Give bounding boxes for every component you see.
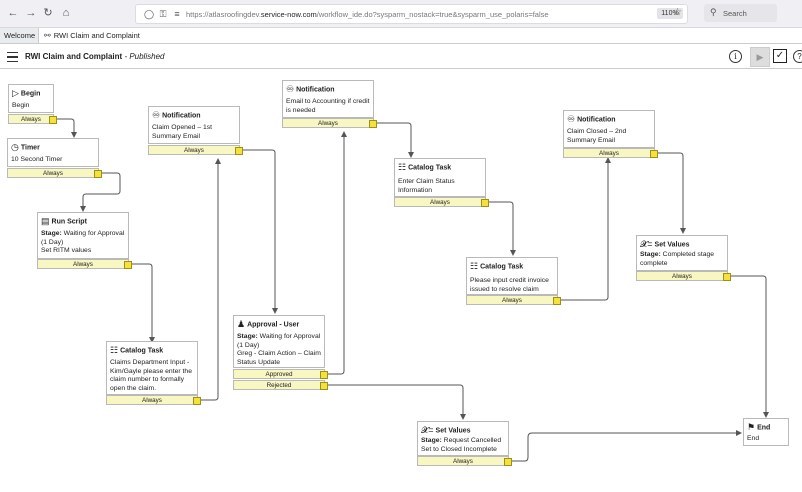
play-circle-icon: ▷ [12, 88, 19, 98]
set-values-1-exit-always[interactable]: Always [636, 271, 731, 281]
approval-exit-approved[interactable]: Approved [233, 369, 328, 379]
run-script-exit-always[interactable]: Always [37, 259, 132, 269]
script-icon: ▤ [41, 216, 50, 226]
user-icon: ♟ [237, 319, 246, 329]
catalog-task-1-exit-always[interactable]: Always [106, 395, 201, 405]
search-icon: ⚲ [710, 7, 717, 17]
bell-icon: ♾ [152, 110, 161, 120]
exit-connector[interactable] [504, 458, 512, 466]
reload-icon[interactable]: ↻ [43, 7, 53, 19]
catalog-task-node-2[interactable]: ☷Catalog Task Enter Claim Status Informa… [394, 158, 486, 197]
catalog-task-node-1[interactable]: ☷Catalog Task Claims Department Input - … [106, 341, 198, 395]
tab-welcome[interactable]: Welcome [0, 28, 39, 43]
back-arrow-icon[interactable]: ← [7, 7, 19, 19]
notification-1-exit-always[interactable]: Always [148, 145, 243, 155]
exit-connector[interactable] [320, 371, 328, 379]
notification-node-2[interactable]: ♾Notification Email to Accounting if cre… [282, 80, 374, 118]
exit-connector[interactable] [235, 147, 243, 155]
wire-notif3-setval1 [645, 152, 686, 234]
status-label: - Published [124, 52, 165, 61]
bell-icon: ♾ [286, 84, 295, 94]
notification-3-exit-always[interactable]: Always [563, 148, 658, 158]
exit-connector[interactable] [723, 273, 731, 281]
notification-2-exit-always[interactable]: Always [282, 118, 377, 128]
run-button[interactable]: ▶ [750, 47, 770, 67]
wire-notif2-catalog2 [377, 122, 414, 158]
task-icon: ☷ [470, 261, 479, 271]
checkered-flag-icon: ⚑ [747, 422, 756, 432]
hamburger-menu-icon[interactable] [7, 52, 18, 62]
catalog-task-3-exit-always[interactable]: Always [466, 295, 561, 305]
bell-icon: ♾ [567, 114, 576, 124]
wire-setval2-end [511, 430, 742, 462]
wire-catalog1-notif1 [200, 158, 221, 401]
catalog-task-node-3[interactable]: ☷Catalog Task Please input credit invoic… [466, 257, 558, 295]
catalog-task-2-exit-always[interactable]: Always [394, 197, 489, 207]
exit-connector[interactable] [650, 150, 658, 158]
exit-connector[interactable] [94, 170, 102, 178]
zoom-level[interactable]: 110% [657, 8, 683, 19]
set-values-icon: 𝓧= [421, 425, 434, 435]
exit-connector[interactable] [369, 120, 377, 128]
wire-rejected-setval2 [327, 384, 466, 420]
exit-connector[interactable] [553, 297, 561, 305]
wire-runscript-catalog1 [131, 263, 155, 343]
wire-catalog2-catalog3 [489, 201, 516, 256]
info-icon[interactable]: i [729, 50, 742, 63]
url-text: https://atlasroofingdev.service-now.com/… [186, 10, 549, 19]
wire-begin-timer [55, 118, 77, 138]
set-values-node-1[interactable]: 𝓧=Set Values Stage: Completed stage comp… [636, 235, 728, 271]
run-script-node[interactable]: ▤Run Script Stage: Waiting for Approval … [37, 212, 129, 259]
exit-connector[interactable] [193, 397, 201, 405]
set-values-2-exit-always[interactable]: Always [417, 456, 512, 466]
permissions-icon[interactable]: ≡ [174, 9, 180, 19]
end-node[interactable]: ⚑End End [743, 418, 789, 446]
search-input[interactable]: ⚲ Search [704, 4, 777, 22]
shield-icon[interactable]: ◯ [143, 9, 155, 19]
set-values-icon: 𝓧= [640, 239, 653, 249]
begin-exit-always[interactable]: Always [8, 114, 57, 124]
wire-catalog3-notif3 [561, 157, 611, 301]
lock-icon[interactable]: ⚿ [159, 9, 167, 19]
address-bar[interactable]: ◯ ⚿ ≡ https://atlasroofingdev.service-no… [135, 4, 688, 24]
tab-workflow[interactable]: ⚯RWI Claim and Complaint [44, 31, 140, 40]
transition-wires [55, 118, 769, 462]
clock-icon: ◷ [11, 142, 19, 152]
task-icon: ☷ [398, 162, 407, 172]
workflow-header: RWI Claim and Complaint - Published i ▶ … [0, 44, 802, 69]
begin-node[interactable]: ▷Begin Begin [8, 84, 54, 113]
timer-exit-always[interactable]: Always [7, 168, 102, 178]
wire-notif1-approval [242, 149, 278, 314]
wire-approved-notif2 [327, 131, 347, 375]
checkout-checkbox-icon[interactable]: ✓ [773, 49, 787, 63]
notification-node-1[interactable]: ♾Notification Claim Opened – 1st Summary… [148, 106, 240, 144]
wire-setval1-end [731, 275, 769, 418]
workflow-canvas[interactable]: ▷Begin Begin Always ◷Timer 10 Second Tim… [0, 69, 802, 492]
notification-node-3[interactable]: ♾Notification Claim Closed – 2nd Summary… [563, 110, 655, 148]
home-icon[interactable]: ⌂ [62, 7, 70, 19]
app-tab-bar: Welcome ⚯RWI Claim and Complaint [0, 28, 802, 44]
exit-connector[interactable] [320, 382, 328, 390]
workflow-icon: ⚯ [44, 31, 51, 40]
wire-timer-runscript [80, 172, 121, 212]
timer-node[interactable]: ◷Timer 10 Second Timer [7, 138, 99, 167]
approval-exit-rejected[interactable]: Rejected [233, 380, 328, 390]
browser-toolbar: ← → ↻ ⌂ ◯ ⚿ ≡ https://atlasroofingdev.se… [0, 0, 802, 28]
exit-connector[interactable] [124, 261, 132, 269]
forward-arrow-icon[interactable]: → [25, 7, 37, 19]
bookmark-star-icon[interactable]: ☆ [673, 7, 682, 18]
approval-user-node[interactable]: ♟Approval - User Stage: Waiting for Appr… [233, 315, 325, 368]
exit-connector[interactable] [481, 199, 489, 207]
help-icon[interactable]: ? [793, 50, 802, 63]
task-icon: ☷ [110, 345, 119, 355]
exit-connector[interactable] [49, 116, 57, 124]
page-title: RWI Claim and Complaint - Published [25, 52, 165, 61]
